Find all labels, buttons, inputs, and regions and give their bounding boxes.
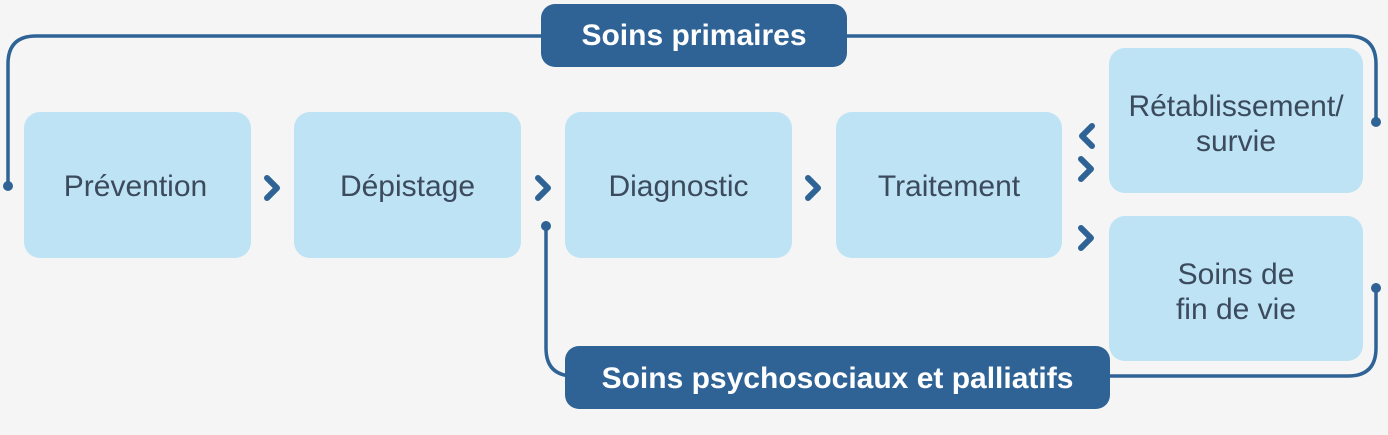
primary-care-banner-label: Soins primaires — [581, 19, 806, 52]
primary-care-banner: Soins primaires — [541, 4, 847, 67]
psychosocial-connector-end-dot — [1371, 283, 1381, 293]
chevron-right-icon — [264, 175, 280, 201]
psychosocial-banner-label: Soins psychosociaux et palliatifs — [602, 362, 1074, 395]
stage-recovery: Rétablissement/ survie — [1109, 48, 1363, 193]
primary-connector-start-dot — [3, 181, 13, 191]
stage-screening: Dépistage — [294, 112, 521, 258]
psychosocial-connector-start-dot — [541, 221, 551, 231]
stage-recovery-label-line2: survie — [1196, 125, 1276, 158]
stage-treatment: Traitement — [836, 112, 1062, 258]
chevron-right-icon — [1078, 156, 1094, 182]
primary-connector-end-dot — [1371, 117, 1381, 127]
stage-diagnosis: Diagnostic — [565, 112, 792, 258]
stage-treatment-label: Traitement — [878, 170, 1021, 203]
stage-screening-label: Dépistage — [340, 170, 475, 203]
stage-recovery-label-line1: Rétablissement/ — [1128, 90, 1344, 123]
stage-end-of-life-label-line2: fin de vie — [1176, 293, 1296, 326]
psychosocial-banner: Soins psychosociaux et palliatifs — [565, 346, 1110, 409]
chevron-left-icon — [1079, 123, 1095, 149]
stage-prevention: Prévention — [24, 112, 251, 258]
chevron-right-icon — [1078, 225, 1094, 251]
chevron-right-icon — [805, 175, 821, 201]
stage-end-of-life-label-line1: Soins de — [1178, 258, 1295, 291]
stage-diagnosis-label: Diagnostic — [608, 170, 748, 203]
chevron-right-icon — [535, 175, 551, 201]
stage-prevention-label: Prévention — [64, 170, 207, 203]
stage-end-of-life: Soins de fin de vie — [1109, 216, 1363, 361]
